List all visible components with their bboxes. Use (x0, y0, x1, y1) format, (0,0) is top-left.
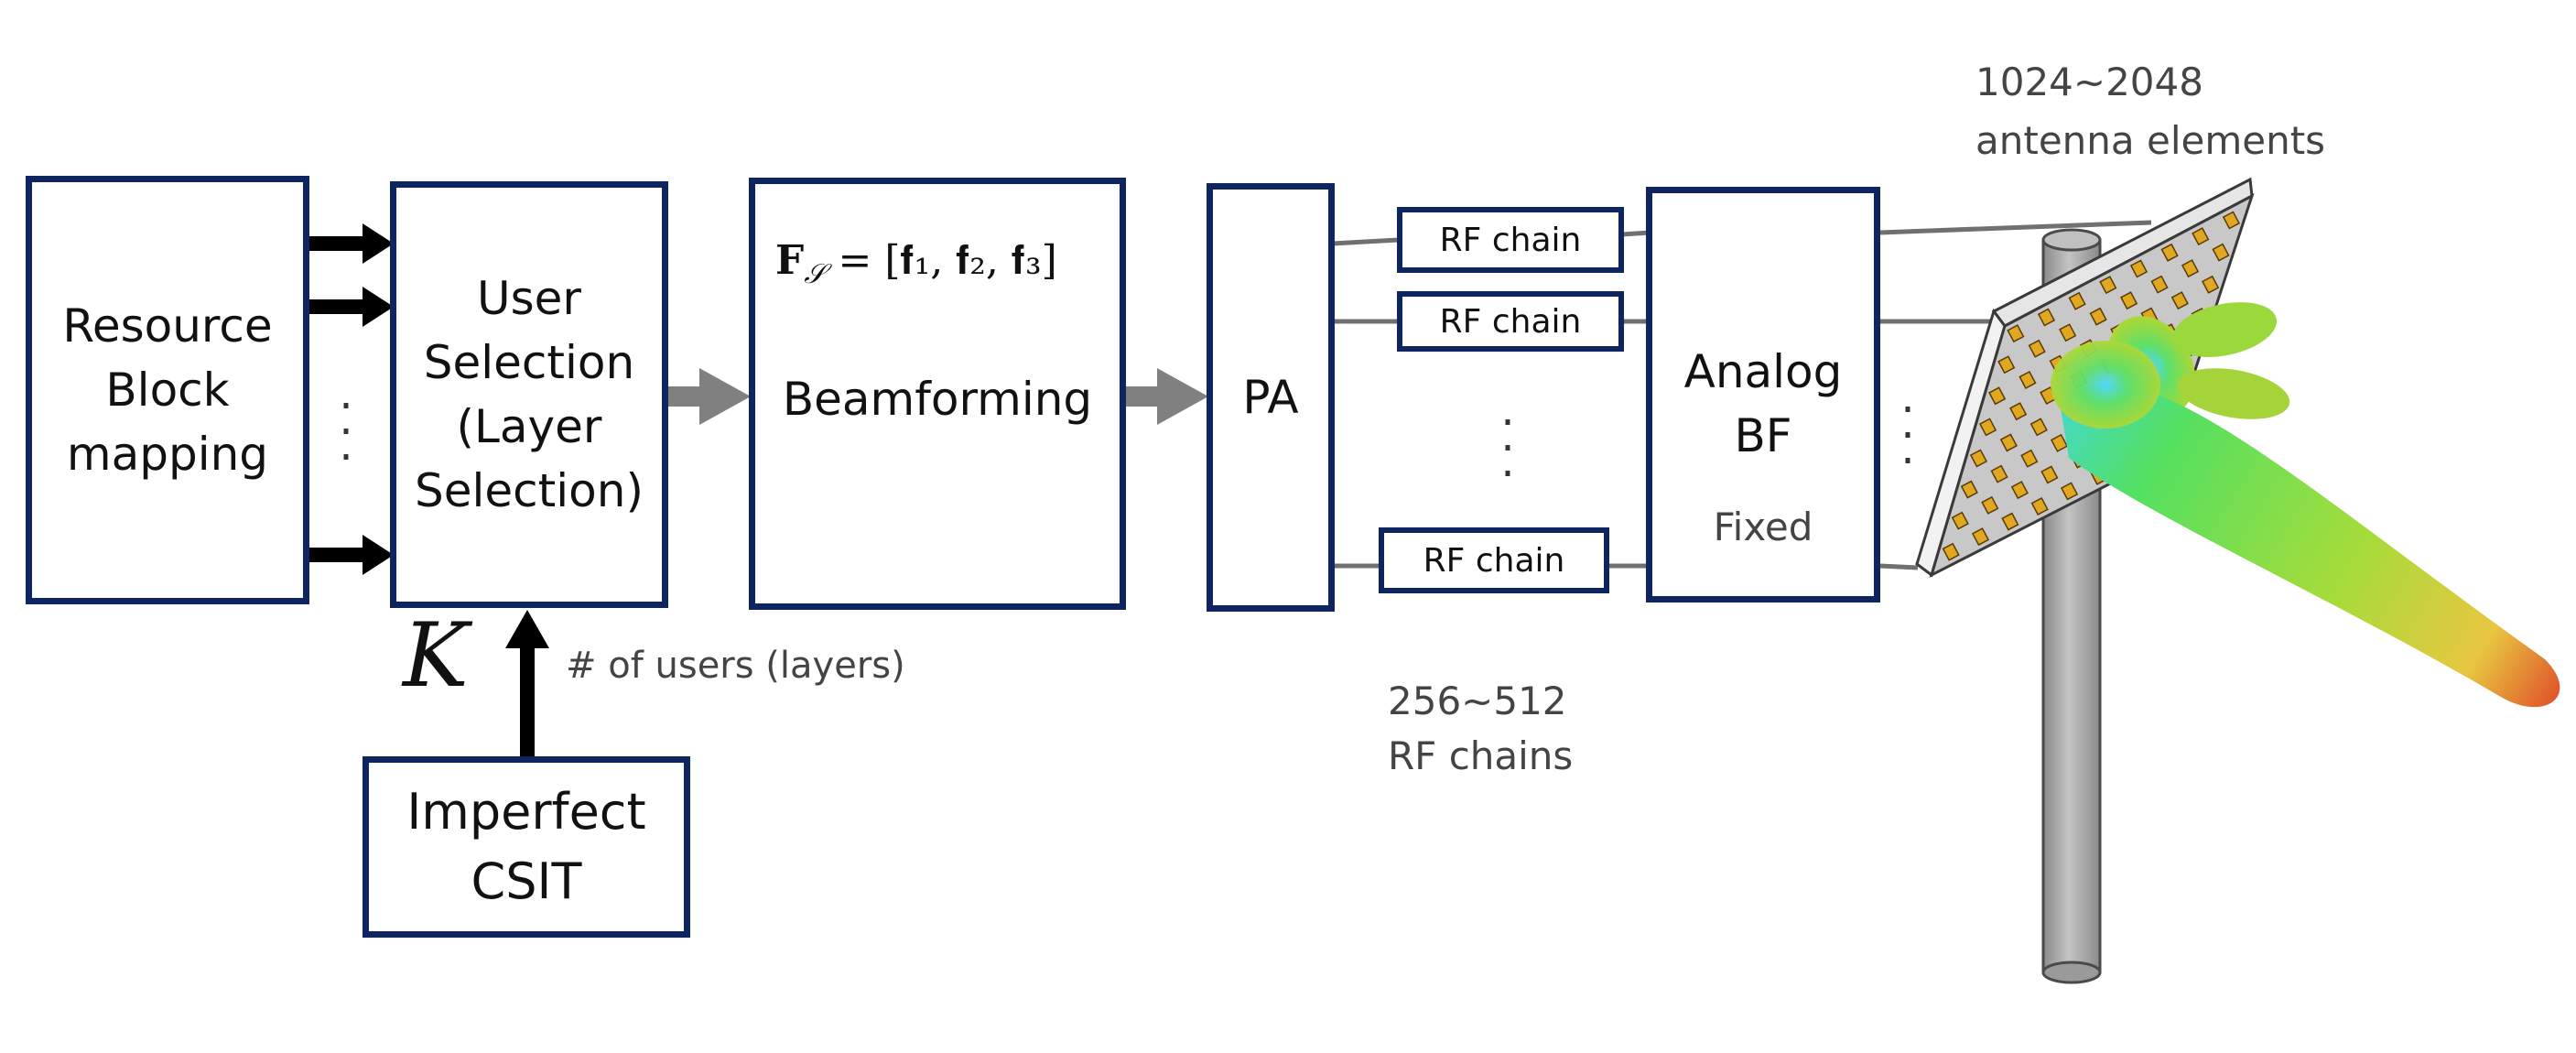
gray-arrows (666, 368, 1208, 425)
analog-bf: Analog BF Fixed (1646, 187, 1880, 602)
beamforming: 𝐅𝒮 = [𝐟₁, 𝐟₂, 𝐟₃] Beamforming (749, 178, 1126, 610)
antenna-element (2020, 449, 2039, 468)
arrow-head (1157, 368, 1208, 425)
antenna-element (1960, 480, 1978, 499)
antenna-element (1997, 355, 2016, 375)
csit-label: Imperfect CSIT (406, 783, 646, 910)
k-arrow-shaft (520, 646, 535, 758)
arrow-shaft (1124, 386, 1159, 407)
beamforming-label: Beamforming (782, 373, 1093, 426)
beam-pattern (2051, 302, 2560, 708)
analog-bf-label: Analog BF (1683, 345, 1843, 462)
rf-chain-n: RF chain (1379, 527, 1609, 593)
user-selection-label: User Selection (Layer Selection) (415, 272, 644, 517)
antenna-element (1942, 542, 1960, 561)
precoder-rhs: = [𝐟₁, 𝐟₂, 𝐟₃] (825, 237, 1057, 284)
antenna-element (2010, 481, 2029, 500)
precoder-equation: 𝐅𝒮 = [𝐟₁, 𝐟₂, 𝐟₃] (775, 237, 1057, 290)
input-arrow-head (363, 223, 394, 264)
input-arrow-head (363, 535, 394, 575)
antenna-element (2222, 211, 2241, 230)
k-symbol: K (403, 604, 469, 707)
antenna-count-label: 1024~2048 (1975, 60, 2203, 104)
k-arrow-head (505, 610, 549, 648)
rf-chain-label: RF chain (1423, 541, 1565, 580)
antenna-element (1990, 464, 2008, 483)
antenna-element (2050, 433, 2069, 452)
input-arrows (309, 223, 394, 575)
antenna-element (2060, 482, 2079, 501)
vertical-ellipsis: ··· (339, 381, 353, 483)
antenna-element (1951, 511, 1969, 530)
input-arrow-shaft (309, 236, 364, 251)
input-arrow-shaft (309, 548, 364, 562)
precoder-symbol: 𝐅 (775, 237, 805, 284)
antenna-element (1988, 386, 2007, 406)
rf-count-unit: RF chains (1388, 733, 1574, 778)
antenna-element (2019, 370, 2037, 389)
antenna-element (2099, 276, 2117, 295)
antenna-element (2030, 496, 2049, 516)
antenna-element (2170, 291, 2189, 310)
input-arrow-shaft (309, 299, 364, 314)
arrow-shaft (666, 386, 701, 407)
antenna-element (1971, 527, 1990, 547)
rf-chain-label: RF chain (1439, 302, 1582, 341)
rf-chain-1: RF chain (1397, 207, 1624, 273)
antenna-element (2009, 402, 2028, 421)
antenna-element (1978, 418, 1997, 437)
antenna-element (2089, 307, 2107, 326)
input-arrow-head (363, 287, 394, 327)
antenna-element (2160, 243, 2179, 262)
users-label: # of users (layers) (566, 645, 905, 687)
antenna-element (2192, 227, 2210, 246)
antenna-element (2001, 512, 2019, 531)
antenna-element (1969, 449, 1988, 468)
rf-chain-2: RF chain (1397, 291, 1624, 352)
rf-count-label: 256~512 (1388, 678, 1567, 723)
arrow-head (699, 368, 751, 425)
antenna-ellipsis: ··· (1900, 385, 1915, 487)
antenna-element (2059, 323, 2077, 342)
antenna-element (1999, 433, 2018, 452)
antenna-element (2129, 259, 2148, 278)
rf-chain-ellipsis: ··· (1500, 397, 1515, 500)
antenna-element (2028, 339, 2046, 358)
resource-block-mapping: Resource Block mapping (26, 176, 309, 604)
antenna-unit-label: antenna elements (1975, 118, 2326, 163)
antenna-element (2212, 243, 2230, 262)
precoder-subscript: 𝒮 (804, 257, 826, 290)
antenna-element (2029, 418, 2048, 437)
antenna-element (2150, 275, 2169, 294)
antenna-element (2037, 308, 2056, 327)
power-amplifier: PA (1207, 183, 1335, 612)
connection-lines (1332, 220, 2152, 570)
pa-label: PA (1242, 371, 1299, 424)
antenna-element (2120, 291, 2138, 310)
rf-chain-label: RF chain (1439, 221, 1582, 259)
analog-bf-fixed: Fixed (1713, 505, 1813, 549)
k-arrow (505, 610, 549, 758)
resource-block-mapping-label: Resource Block mapping (62, 299, 273, 481)
imperfect-csit: Imperfect CSIT (363, 756, 690, 938)
antenna-element (1981, 495, 1999, 515)
antenna-element (2068, 291, 2086, 310)
antenna-element (2040, 465, 2059, 484)
antenna-element (2181, 259, 2200, 278)
user-selection: User Selection (Layer Selection) (390, 181, 668, 608)
antenna-element (2007, 324, 2025, 343)
antenna-element (2202, 275, 2220, 294)
